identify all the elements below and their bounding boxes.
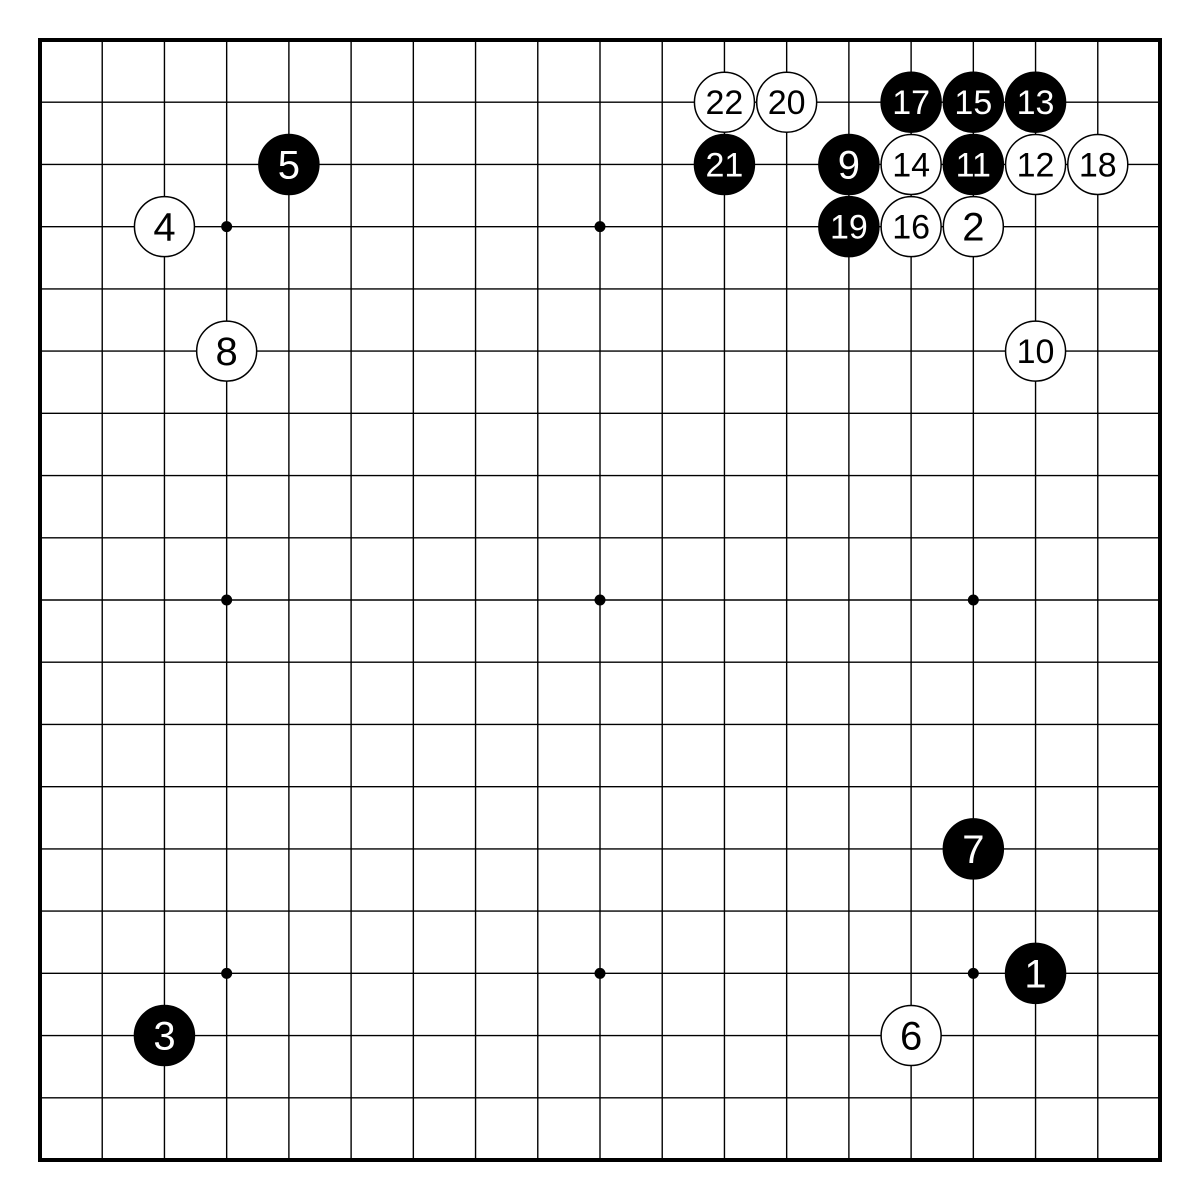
white-stone: 6: [880, 1004, 942, 1067]
star-point: [967, 594, 979, 606]
move-number: 9: [838, 143, 860, 187]
black-stone: 19: [818, 195, 880, 258]
move-number: 13: [1017, 84, 1055, 122]
move-number: 16: [892, 209, 930, 247]
stone-disc: [880, 133, 942, 196]
move-number: 3: [153, 1015, 175, 1059]
white-stone: 12: [1004, 133, 1067, 196]
white-stone: 22: [693, 71, 756, 133]
stone-disc: [942, 195, 1005, 258]
move-number: 11: [956, 146, 991, 184]
stone-disc: [133, 195, 196, 258]
move-number: 21: [706, 146, 744, 184]
white-stone: 20: [755, 71, 818, 133]
star-point: [221, 221, 233, 233]
stone-disc: [195, 320, 258, 382]
stone-disc: [755, 71, 818, 133]
stone-disc: [880, 1004, 942, 1067]
stone-disc: [133, 1004, 196, 1067]
black-stone: 11: [942, 133, 1005, 196]
move-number: 5: [278, 143, 300, 187]
black-stone: 7: [942, 818, 1005, 880]
stone-disc: [693, 71, 756, 133]
white-stone: 18: [1067, 133, 1129, 196]
stone-disc: [1004, 942, 1067, 1005]
stone-disc: [880, 71, 942, 133]
move-number: 2: [962, 206, 984, 250]
move-number: 6: [900, 1015, 922, 1059]
white-stone: 10: [1004, 320, 1067, 382]
board-border: [38, 38, 1162, 1162]
stone-disc: [1004, 133, 1067, 196]
move-number: 17: [892, 84, 930, 122]
stone-disc: [818, 195, 880, 258]
black-stone: 1: [1004, 942, 1067, 1005]
move-number: 12: [1017, 146, 1055, 184]
move-number: 22: [706, 84, 744, 122]
stone-disc: [880, 195, 942, 258]
stone-disc: [1004, 320, 1067, 382]
stone-disc: [1004, 71, 1067, 133]
star-point: [967, 967, 979, 979]
black-stone: 17: [880, 71, 942, 133]
black-stone: 21: [693, 133, 756, 196]
stone-disc: [818, 133, 880, 196]
stone-disc: [1067, 133, 1129, 196]
move-number: 7: [962, 828, 984, 872]
star-point: [221, 967, 233, 979]
move-number: 4: [153, 206, 175, 250]
move-number: 18: [1079, 146, 1117, 184]
black-stone: 15: [942, 71, 1005, 133]
stone-disc: [942, 133, 1005, 196]
move-number: 20: [768, 84, 806, 122]
stone-disc: [942, 71, 1005, 133]
white-stone: 2: [942, 195, 1005, 258]
black-stone: 3: [133, 1004, 196, 1067]
star-point: [594, 594, 606, 606]
white-stone: 4: [133, 195, 196, 258]
star-point: [221, 594, 233, 606]
black-stone: 13: [1004, 71, 1067, 133]
white-stone: 16: [880, 195, 942, 258]
move-number: 14: [892, 146, 930, 184]
star-point: [594, 221, 606, 233]
stone-disc: [693, 133, 756, 196]
star-point: [594, 967, 606, 979]
move-number: 8: [216, 330, 238, 374]
white-stone: 8: [195, 320, 258, 382]
white-stone: 14: [880, 133, 942, 196]
move-number: 10: [1017, 333, 1055, 371]
stone-disc: [942, 818, 1005, 880]
black-stone: 5: [258, 133, 320, 196]
stone-disc: [258, 133, 320, 196]
move-number: 15: [954, 84, 992, 122]
black-stone: 9: [818, 133, 880, 196]
star-points: [221, 221, 979, 979]
move-number: 19: [830, 209, 868, 247]
move-number: 1: [1024, 952, 1046, 996]
